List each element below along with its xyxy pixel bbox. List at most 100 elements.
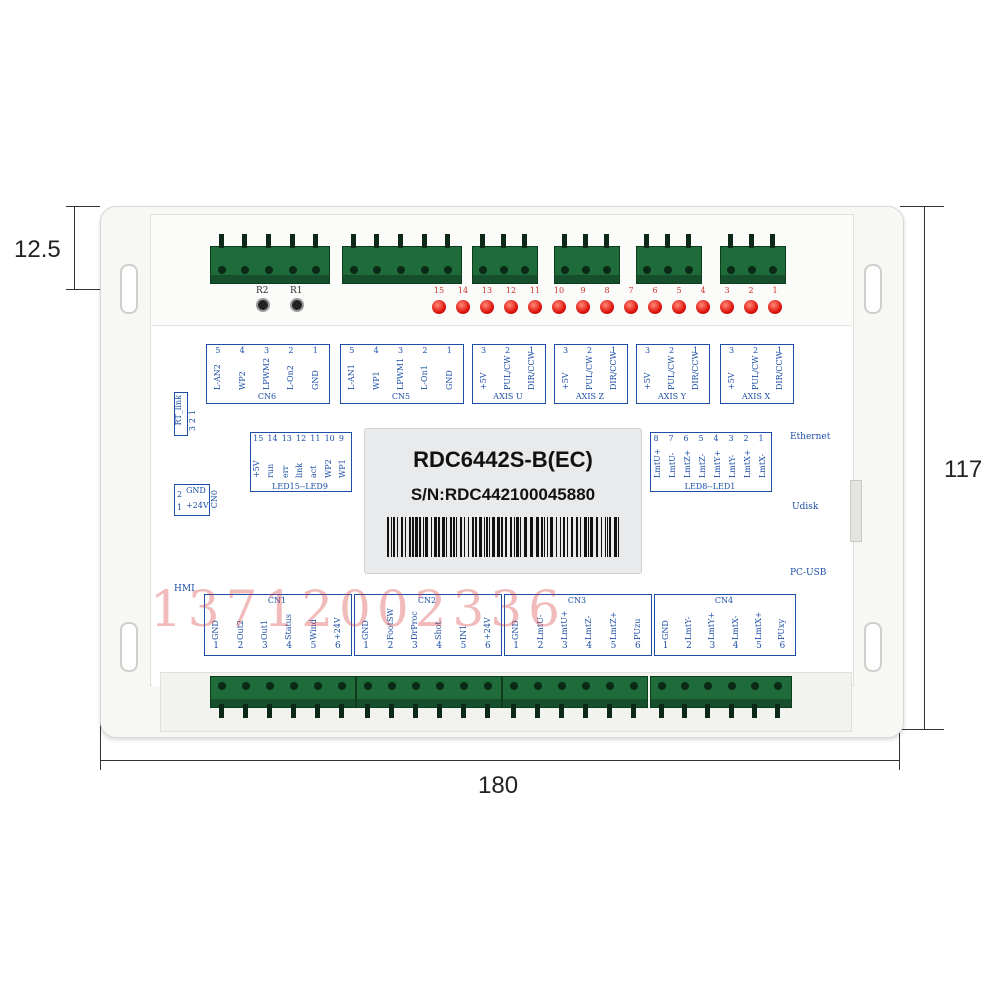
red-led-indicator: [768, 300, 782, 314]
terminal-pin: [421, 234, 427, 248]
connector-pin-number: 4: [373, 346, 379, 355]
red-led-indicator: [504, 300, 518, 314]
barcode-bar: [489, 517, 490, 557]
bottom-connector-signal: Status: [284, 614, 294, 640]
led-number-label: 9: [580, 286, 586, 295]
terminal-screw-hole: [534, 682, 542, 690]
barcode-bar: [434, 517, 437, 557]
terminal-pin: [389, 704, 394, 718]
bottom-connector-signal: IN1: [458, 624, 468, 640]
terminal-screw-hole: [218, 682, 226, 690]
barcode-bar: [472, 517, 474, 557]
led-group-number: 5: [698, 434, 704, 443]
bottom-connector-pin-number: 4: [286, 641, 293, 651]
dim-width: 180: [478, 772, 519, 799]
terminal-pin: [365, 704, 370, 718]
led-group-number: 4: [713, 434, 719, 443]
led-group-signal: act: [309, 465, 319, 478]
terminal-screw-hole: [242, 682, 250, 690]
rt-link-label: RT_link: [174, 395, 183, 426]
led-number-label: 13: [481, 286, 493, 295]
barcode-bar: [563, 517, 565, 557]
connector-signal-label: DIR/CCW: [775, 351, 784, 390]
connector-name: AXIS U: [493, 392, 523, 401]
terminal-screw-hole: [560, 266, 569, 274]
terminal-pin: [315, 704, 320, 718]
terminal-screw-hole: [748, 266, 756, 274]
bottom-connector-signal: PUzu: [632, 618, 642, 640]
barcode-bar: [486, 517, 488, 557]
terminal-screw-hole: [397, 266, 405, 274]
bottom-connector-signal: PUxy: [777, 618, 787, 640]
connector-signal-label: WP2: [237, 371, 247, 390]
udisk-port-label: Udisk: [792, 502, 819, 512]
barcode-bar: [588, 517, 589, 557]
barcode-bar: [456, 517, 457, 557]
led-group-number: 3: [728, 434, 734, 443]
led-group-number: 2: [743, 434, 749, 443]
barcode-bar: [567, 517, 568, 557]
bottom-connector-name: CN4: [714, 596, 734, 605]
bottom-connector-pin-number: 1: [662, 641, 669, 651]
bottom-connector-signal: FootSW: [385, 608, 395, 640]
barcode-bar: [576, 517, 578, 557]
bottom-connector-signal: LmtU+: [559, 610, 569, 640]
barcode-bar: [541, 517, 543, 557]
terminal-screw-hole: [582, 682, 590, 690]
bottom-connector-pin-number: 3: [261, 641, 268, 651]
connector-pin-number: 2: [753, 346, 759, 355]
red-led-indicator: [672, 300, 686, 314]
terminal-pin: [218, 234, 224, 248]
terminal-block-bottom: [210, 676, 356, 708]
bottom-connector-pin-number: 2: [237, 641, 244, 651]
terminal-pin: [266, 234, 271, 248]
bottom-connector-signal: Out2: [235, 619, 245, 640]
barcode-bar: [536, 517, 539, 557]
led-group-number: 14: [267, 434, 278, 443]
connector-pin-number: 2: [422, 346, 428, 355]
barcode-bar: [464, 517, 465, 557]
terminal-pin: [752, 704, 757, 718]
terminal-screw-hole: [681, 682, 689, 690]
mounting-slot-top-left: [120, 264, 138, 314]
terminal-pin: [705, 704, 711, 718]
barcode: [387, 517, 619, 557]
barcode-bar: [614, 517, 617, 557]
barcode-bar: [501, 517, 503, 557]
connector-signal-label: +5V: [643, 372, 652, 390]
red-led-indicator: [576, 300, 590, 314]
terminal-pin: [686, 234, 692, 248]
terminal-screw-hole: [510, 682, 518, 690]
barcode-bar: [393, 517, 395, 557]
connector-signal-label: +5V: [561, 372, 570, 390]
terminal-screw-hole: [603, 266, 612, 274]
barcode-bar: [530, 517, 533, 557]
connector-pin-number: 1: [529, 346, 535, 355]
terminal-screw-hole: [521, 266, 530, 274]
bottom-connector-pin-number: 3: [561, 641, 568, 651]
terminal-pin: [604, 234, 610, 248]
bottom-connector-silk-box: [504, 594, 652, 656]
terminal-screw-hole: [217, 266, 226, 274]
model-number: RDC6442S-B(EC): [413, 447, 593, 472]
barcode-bar: [497, 517, 500, 557]
cn0-num-2: 2: [177, 490, 183, 499]
connector-pin-number: 5: [215, 346, 221, 355]
red-led-indicator: [456, 300, 470, 314]
terminal-block-top: [720, 246, 786, 284]
connector-pin-number: 1: [611, 346, 617, 355]
terminal-pin: [339, 704, 344, 718]
led-number-label: 4: [700, 286, 706, 295]
connector-pin-number: 3: [398, 346, 404, 355]
barcode-bar: [479, 517, 482, 557]
pc-usb-port-label: PC-USB: [790, 568, 827, 578]
bottom-connector-signal: Shot: [434, 621, 444, 640]
led-group-signal: LmtZ+: [682, 449, 692, 478]
red-led-indicator: [648, 300, 662, 314]
product-label: RDC6442S-B(EC) S/N:RDC442100045880: [364, 428, 642, 574]
barcode-bar: [520, 517, 521, 557]
terminal-screw-hole: [685, 266, 694, 274]
barcode-bar: [596, 517, 598, 557]
red-led-indicator: [480, 300, 494, 314]
barcode-bar: [409, 517, 411, 557]
